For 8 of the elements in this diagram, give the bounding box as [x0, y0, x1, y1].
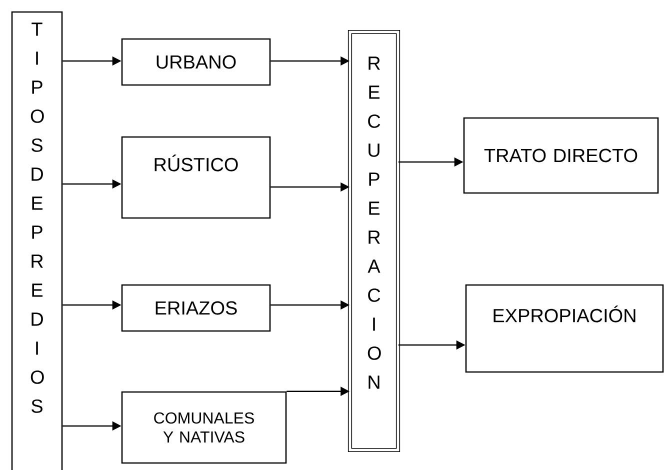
- category-column: TIPOS DE PREDIOS: [11, 11, 63, 470]
- category-box: RÚSTICO: [121, 136, 271, 219]
- category-box: COMUNALES Y NATIVAS: [121, 391, 287, 464]
- category-box: ERIAZOS: [121, 284, 271, 332]
- category-box: URBANO: [121, 38, 271, 86]
- category-box: EXPROPIACIÓN: [465, 284, 664, 373]
- category-box: TRATO DIRECTO: [463, 117, 659, 194]
- recovery-column: RECUPERACION: [348, 30, 400, 452]
